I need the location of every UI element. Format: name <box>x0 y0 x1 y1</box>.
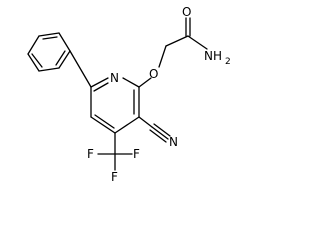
phenyl-double-bond <box>31 53 43 68</box>
ether-oxygen-label: O <box>149 67 158 81</box>
molecule-structure: N O O NH 2 N F F F <box>27 5 231 184</box>
ether-bond-ch2 <box>158 45 167 68</box>
fluorine-label-right: F <box>133 147 140 161</box>
pyridine-bond <box>90 116 116 134</box>
amide-nitrogen-label: NH <box>204 49 222 63</box>
nitrile-nitrogen-label: N <box>169 135 178 149</box>
phenyl-bond <box>58 32 71 52</box>
carbonyl-amide-bond <box>187 35 208 50</box>
nitrile-triple-bond <box>153 123 171 137</box>
phenyl-bond <box>38 32 60 37</box>
phenyl-pyridine-bond <box>69 50 92 88</box>
phenyl-bond <box>58 50 71 69</box>
pyridine-ring <box>90 77 140 134</box>
nitrile-triple-bond <box>151 126 169 140</box>
fluorine-label-left: F <box>87 147 94 161</box>
ring-nitrogen-label: N <box>110 71 119 85</box>
pyridine-double-bond <box>93 82 109 92</box>
pyridine-bond <box>122 77 140 88</box>
phenyl-double-bond <box>55 50 66 66</box>
fluorine-label-bottom: F <box>111 170 118 184</box>
nitrile-triple-bond <box>149 129 167 143</box>
carbonyl-oxygen-label: O <box>182 5 191 19</box>
pyridine-bond <box>90 77 109 88</box>
ring-nitrile-bond <box>138 116 153 128</box>
ether-bond-ring <box>138 77 152 88</box>
phenyl-bond <box>27 35 40 55</box>
phenyl-double-bond <box>42 36 58 40</box>
phenyl-bond <box>38 67 60 72</box>
amide-h-count-label: 2 <box>225 57 231 67</box>
pyridine-double-bond <box>94 114 115 129</box>
phenyl-bond <box>27 53 40 72</box>
pyridine-bond <box>114 116 140 134</box>
ch2-carbonyl-bond <box>165 35 189 47</box>
phenyl-ring <box>27 32 71 72</box>
